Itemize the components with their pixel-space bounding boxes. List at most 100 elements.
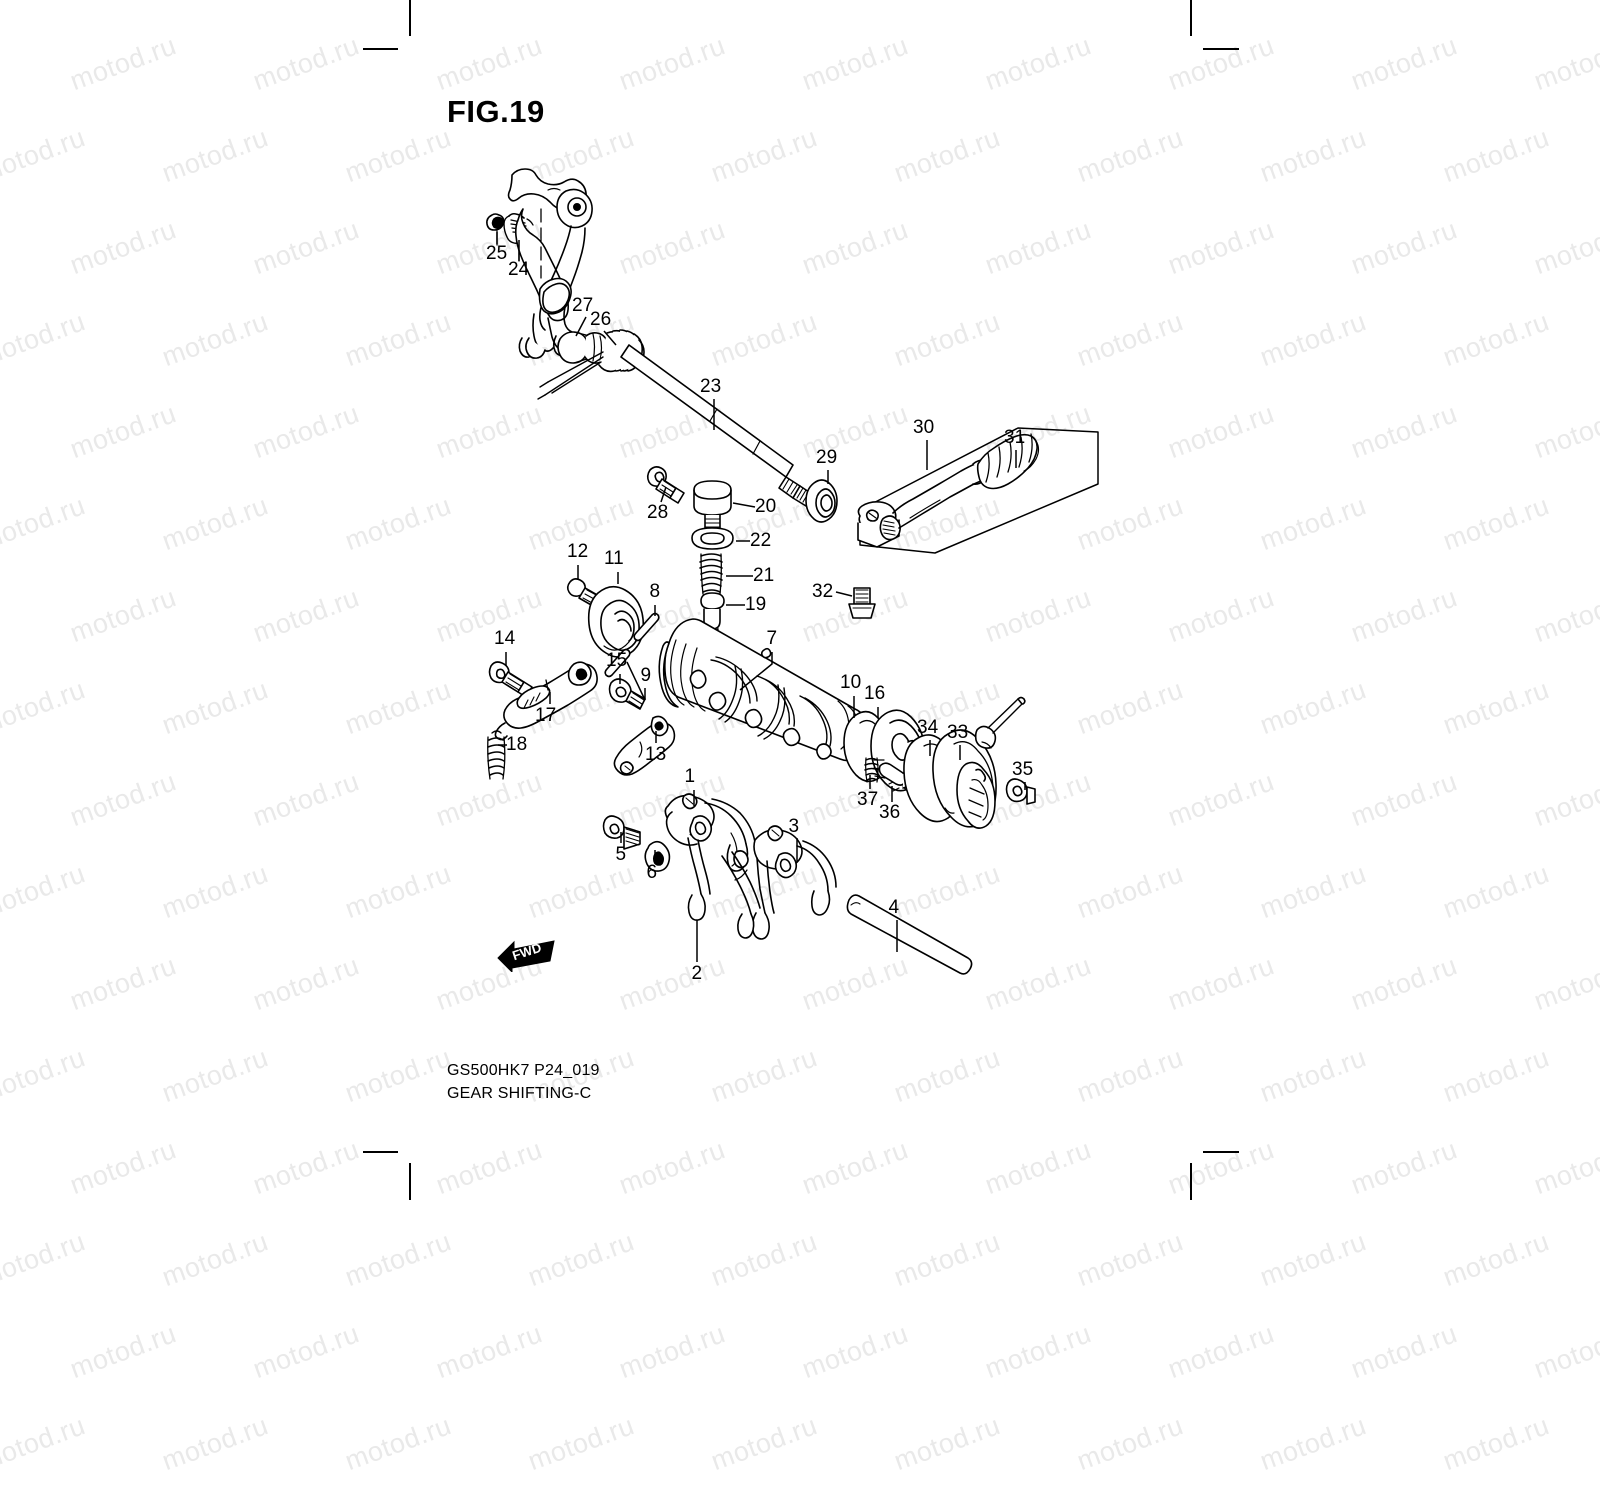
gearshift-arm-assembly <box>507 168 593 359</box>
watermark-text: motod.ru <box>615 1318 730 1385</box>
part-31-lever-rubber-grip <box>976 433 1040 490</box>
watermark-text: motod.ru <box>1438 1410 1553 1477</box>
part-6-washer <box>644 840 671 872</box>
callout-gear-shift-fork-lower-tine[interactable]: 2 <box>691 963 703 984</box>
part-25-circlip <box>486 213 505 246</box>
crop-mark-bottom-right-vertical <box>1190 1163 1192 1200</box>
part-29-oil-seal <box>805 479 838 523</box>
pedal-box-outline <box>859 427 1099 554</box>
callout-bolt[interactable]: 15 <box>606 650 628 671</box>
callout-switch-o-ring[interactable]: 34 <box>917 717 939 738</box>
callout-oil-seal[interactable]: 29 <box>816 447 838 468</box>
watermark-text: motod.ru <box>1255 1410 1370 1477</box>
part-1-shift-fork-1 <box>664 793 756 921</box>
callout-contact-spring[interactable]: 37 <box>857 789 879 810</box>
part-9-pin <box>604 648 631 678</box>
watermark-text: motod.ru <box>706 1410 821 1477</box>
watermark-text: motod.ru <box>340 1410 455 1477</box>
part-14-bolt <box>488 661 533 698</box>
callout-gearshift-lever[interactable]: 30 <box>913 417 935 438</box>
watermark-text: motod.ru <box>1438 1226 1553 1293</box>
figure-title: FIG.19 <box>447 94 545 129</box>
callout-gear-position-switch[interactable]: 33 <box>947 722 969 743</box>
callout-gearshift-shaft[interactable]: 23 <box>700 376 722 397</box>
crop-mark-bottom-right-horizontal <box>1203 1151 1239 1153</box>
part-4-shift-fork-shaft <box>846 894 973 975</box>
part-8-pin <box>633 612 660 642</box>
part-22-washer <box>691 527 734 550</box>
watermark-text: motod.ru <box>1072 1226 1187 1293</box>
callout-gear-shift-cam-drum[interactable]: 7 <box>766 628 778 649</box>
callout-bolt[interactable]: 14 <box>494 628 516 649</box>
technical-illustration <box>486 168 1099 975</box>
callout-spring[interactable]: 18 <box>506 734 528 755</box>
callout-pin[interactable]: 9 <box>640 665 652 686</box>
part-15-bolt <box>608 678 646 710</box>
callout-bolt[interactable]: 5 <box>615 844 627 865</box>
crop-mark-top-left-horizontal <box>363 48 398 50</box>
watermark-text: motod.ru <box>1347 1318 1462 1385</box>
watermark-text: motod.ru <box>0 1410 89 1477</box>
callout-pin[interactable]: 8 <box>649 581 661 602</box>
watermark-text: motod.ru <box>66 1318 181 1385</box>
watermark-text: motod.ru <box>889 1410 1004 1477</box>
callout-bolt[interactable]: 28 <box>647 502 669 523</box>
part-21-detent-spring <box>699 553 723 595</box>
callout-gear-shift-cam-driven-gear[interactable]: 16 <box>864 683 886 704</box>
watermark-text: motod.ru <box>889 1226 1004 1293</box>
callout-washer-plate[interactable]: 10 <box>840 672 862 693</box>
watermark-text: motod.ru <box>706 1226 821 1293</box>
callout-lever-rubber-grip[interactable]: 31 <box>1004 427 1026 448</box>
callout-bolt[interactable]: 35 <box>1012 759 1034 780</box>
watermark-text: motod.ru <box>523 1410 638 1477</box>
callout-gear-shift-cam-plate[interactable]: 11 <box>604 548 624 569</box>
crop-mark-top-right-horizontal <box>1203 48 1239 50</box>
forward-direction-marker: FWD <box>496 936 558 974</box>
watermark-text: motod.ru <box>0 1226 89 1293</box>
watermark-text: motod.ru <box>1255 1226 1370 1293</box>
callout-gear-shift-fork-no1[interactable]: 1 <box>684 766 696 787</box>
watermark-text: motod.ru <box>1164 1318 1279 1385</box>
watermark-text: motod.ru <box>981 1318 1096 1385</box>
callout-bolt[interactable]: 12 <box>567 541 589 562</box>
callout-bushing[interactable]: 27 <box>572 295 594 316</box>
watermark-text: motod.ru <box>1072 1410 1187 1477</box>
part-3-shift-fork-2 <box>721 825 837 940</box>
callout-washer[interactable]: 6 <box>646 862 658 883</box>
crop-mark-top-left-vertical <box>409 0 411 36</box>
part-11-gear-shift-cam-plate <box>587 585 645 658</box>
callout-detent-spring[interactable]: 21 <box>753 565 775 586</box>
part-37-contact-spring <box>864 757 879 783</box>
part-18-spring <box>487 730 506 780</box>
callout-contact-pin[interactable]: 36 <box>879 802 901 823</box>
callout-cam-stopper-plug-bolt[interactable]: 20 <box>755 496 777 517</box>
part-32-bolt <box>848 587 876 619</box>
callout-circlip[interactable]: 25 <box>486 243 508 264</box>
watermark-text: motod.ru <box>340 1226 455 1293</box>
callout-return-spring[interactable]: 26 <box>590 309 612 330</box>
watermark-text: motod.ru <box>432 1318 547 1385</box>
callout-gear-shift-cam-stopper-arm[interactable]: 17 <box>535 705 557 726</box>
part-23-gearshift-shaft <box>620 344 813 507</box>
part-35-bolt <box>1005 778 1036 805</box>
callout-gasket-washer[interactable]: 22 <box>750 530 772 551</box>
callout-shift-fork-shaft[interactable]: 4 <box>888 897 900 918</box>
callout-gear-shift-fork-no2[interactable]: 3 <box>788 816 800 837</box>
crop-mark-bottom-left-vertical <box>409 1163 411 1200</box>
watermark-text: motod.ru <box>798 1318 913 1385</box>
watermark-text: motod.ru <box>157 1410 272 1477</box>
callout-gear-shift-cam-stopper[interactable]: 13 <box>645 744 667 765</box>
callout-bolt[interactable]: 32 <box>812 581 834 602</box>
part-13-cam-stopper <box>613 715 676 776</box>
part-5-bolt <box>602 815 641 850</box>
part-33-gear-position-switch <box>932 696 1026 829</box>
crop-mark-bottom-left-horizontal <box>363 1151 398 1153</box>
callout-spring-return[interactable]: 24 <box>508 259 530 280</box>
footer-part-code: GS500HK7 P24_019 <box>447 1062 600 1079</box>
watermark-text: motod.ru <box>1530 1318 1600 1385</box>
watermark-text: motod.ru <box>157 1226 272 1293</box>
crop-mark-top-right-vertical <box>1190 0 1192 36</box>
callout-leader-lines <box>496 232 1026 962</box>
callout-detent-pin[interactable]: 19 <box>745 594 767 615</box>
